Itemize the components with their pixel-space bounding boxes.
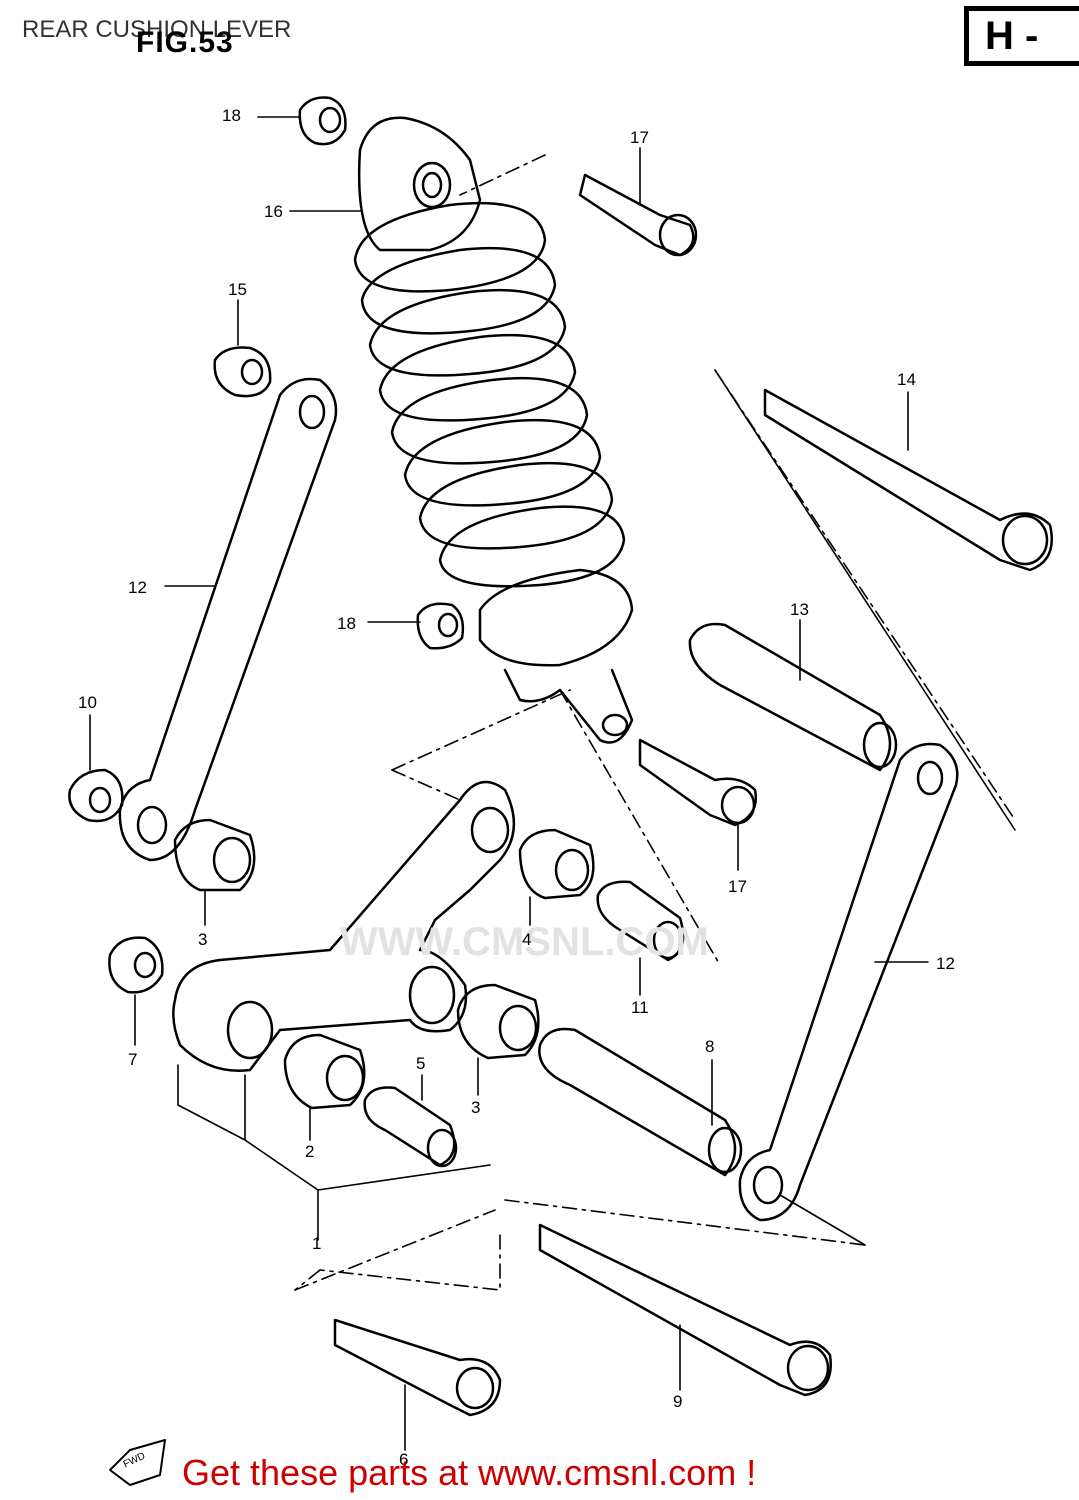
bearing-4	[518, 828, 595, 900]
callout-12: 12	[128, 578, 147, 597]
callout-9: 9	[673, 1392, 683, 1411]
callout-12: 12	[936, 954, 955, 973]
callout-17: 17	[728, 877, 747, 896]
spacer-11	[596, 880, 685, 962]
bearing-3-left	[173, 818, 256, 892]
nut-7	[108, 936, 164, 994]
callout-6: 6	[399, 1450, 409, 1469]
promo-link[interactable]: Get these parts at www.cmsnl.com !	[182, 1452, 757, 1493]
nut-10	[68, 768, 124, 823]
shock-absorber	[353, 116, 634, 744]
section-code-box: H -	[964, 6, 1079, 66]
callout-13: 13	[790, 600, 809, 619]
callout-11: 11	[631, 998, 649, 1017]
callout-4: 4	[522, 930, 532, 949]
bolt-17-lower	[638, 738, 758, 827]
bolt-14	[763, 388, 1053, 572]
page-caption: REAR CUSHION LEVER	[22, 16, 292, 43]
callout-2: 2	[305, 1142, 315, 1161]
leader-lines	[89, 116, 1016, 1451]
watermark: WWW.CMSNL.COM	[340, 920, 709, 964]
spacer-8	[538, 1027, 743, 1177]
cushion-lever	[172, 780, 516, 1072]
bolt-9	[538, 1223, 832, 1397]
callout-5: 5	[416, 1054, 426, 1073]
callout-7: 7	[128, 1050, 138, 1069]
callout-18: 18	[337, 614, 356, 633]
callout-3: 3	[198, 930, 208, 949]
spacer-13	[688, 622, 898, 772]
figure-label: FIG.53	[136, 26, 234, 59]
callout-8: 8	[705, 1037, 715, 1056]
callout-1: 1	[312, 1234, 322, 1253]
fwd-arrow-icon	[109, 1439, 166, 1486]
bolt-6	[333, 1318, 502, 1417]
rod-12-left	[118, 377, 338, 862]
callout-10: 10	[78, 693, 97, 712]
spacer-5	[363, 1086, 458, 1168]
bearing-3-right	[456, 983, 540, 1060]
nut-18-top	[298, 96, 347, 146]
callout-3: 3	[471, 1098, 481, 1117]
callout-17: 17	[630, 128, 649, 147]
nut-15	[213, 346, 272, 398]
callout-16: 16	[264, 202, 283, 221]
callout-15: 15	[228, 280, 247, 299]
callout-18: 18	[222, 106, 241, 125]
bolt-17-top	[578, 173, 698, 257]
rod-12-right	[738, 742, 959, 1222]
callout-14: 14	[897, 370, 916, 389]
bearing-2	[283, 1033, 366, 1110]
nut-18-mid	[416, 602, 465, 650]
